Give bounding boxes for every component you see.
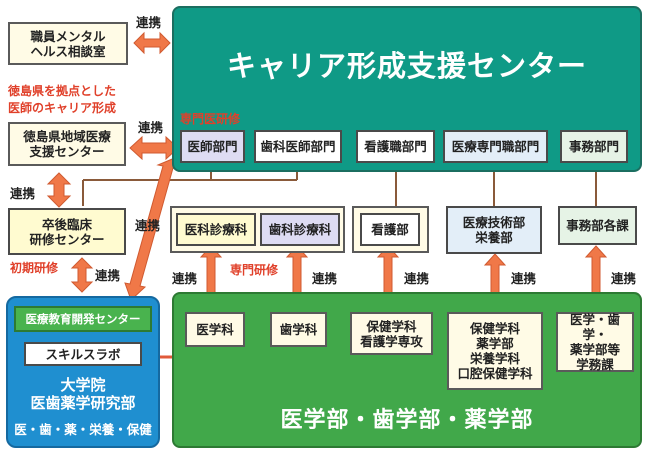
academic-affairs-label: 医学・歯学・ 薬学部等 学務課	[569, 312, 620, 372]
postgrad-training-center[interactable]: 卒後臨床 研修センター	[8, 208, 126, 255]
renkei-label-medtech: 連携	[511, 271, 537, 286]
university-title: 医学部・歯学部・薬学部	[280, 408, 534, 433]
arrow-mental-career	[133, 31, 171, 55]
tokushima-note-1: 徳島県を拠点とした	[8, 84, 117, 98]
health-nursing-label: 保健学科 看護学専攻	[360, 318, 423, 349]
unit-academic-affairs[interactable]: 医学・歯学・ 薬学部等 学務課	[556, 312, 634, 372]
renkei-label-nursing: 連携	[404, 271, 430, 286]
unit-dentistry[interactable]: 歯学科	[270, 312, 327, 347]
postgrad-training-label: 卒後臨床 研修センター	[29, 216, 105, 247]
unit-health-nursing[interactable]: 保健学科 看護学専攻	[350, 312, 433, 355]
admin-sections[interactable]: 事務部各課	[558, 206, 637, 245]
regional-support-center[interactable]: 徳島県地域医療 支援センター	[8, 122, 126, 166]
renkei-label-admin: 連携	[611, 271, 637, 286]
arrow-regional-career	[129, 135, 179, 161]
unit-health-pharma[interactable]: 保健学科 薬学部 栄養学科 口腔保健学科	[447, 312, 543, 390]
renkei-label-dental: 連携	[312, 271, 338, 286]
medical-clinic[interactable]: 医科診療科	[176, 213, 256, 246]
dept-admin[interactable]: 事務部門	[560, 130, 628, 163]
nursing-dept[interactable]: 看護部	[360, 213, 420, 246]
initial-training-label: 初期研修	[10, 261, 59, 275]
dept-nursing[interactable]: 看護職部門	[356, 130, 435, 163]
unit-medicine[interactable]: 医学科	[185, 312, 245, 347]
dept-physician[interactable]: 医師部門	[180, 130, 245, 163]
regional-support-label: 徳島県地域医療 支援センター	[23, 129, 111, 159]
med-edu-center-label: 医療教育開発センター	[25, 311, 141, 326]
specialist-training-small-label: 専門研修	[230, 263, 279, 277]
renkei-label-mental: 連携	[136, 15, 162, 30]
renkei-label-medical: 連携	[172, 271, 198, 286]
arrow-postgrad-graduate	[70, 257, 94, 293]
mental-health-label: 職員メンタル ヘルス相談室	[30, 28, 106, 59]
graduate-subtitle: 医・歯・薬・栄養・保健	[14, 421, 152, 437]
medtech-dept[interactable]: 医療技術部 栄養部	[446, 206, 542, 254]
tokushima-note-2: 医師のキャリア形成	[8, 101, 117, 115]
graduate-panel: 医療教育開発センター スキルスラボ 大学院 医歯薬学研究部 医・歯・薬・栄養・保…	[6, 296, 160, 448]
medtech-label: 医療技術部 栄養部	[462, 215, 526, 245]
graduate-title: 大学院 医歯薬学研究部	[30, 376, 136, 412]
renkei-label-graduate: 連携	[95, 268, 121, 283]
arrow-regional-postgrad	[46, 172, 72, 208]
renkei-label-vertical: 連携	[10, 186, 36, 201]
career-center-title: キャリア形成支援センター	[226, 49, 587, 83]
dental-clinic[interactable]: 歯科診療科	[260, 213, 340, 246]
skills-lab[interactable]: スキルスラボ	[24, 342, 142, 366]
renkei-label-regional: 連携	[138, 120, 164, 135]
med-edu-center[interactable]: 医療教育開発センター	[14, 306, 152, 332]
renkei-label-diagonal: 連携	[135, 218, 161, 233]
specialist-training-label: 専門医研修	[180, 112, 241, 126]
health-pharma-label: 保健学科 薬学部 栄養学科 口腔保健学科	[457, 321, 533, 381]
mental-health-office[interactable]: 職員メンタル ヘルス相談室	[8, 22, 128, 65]
dept-dentist[interactable]: 歯科医師部門	[254, 130, 342, 163]
dept-medical-professional[interactable]: 医療専門職部門	[443, 130, 548, 163]
